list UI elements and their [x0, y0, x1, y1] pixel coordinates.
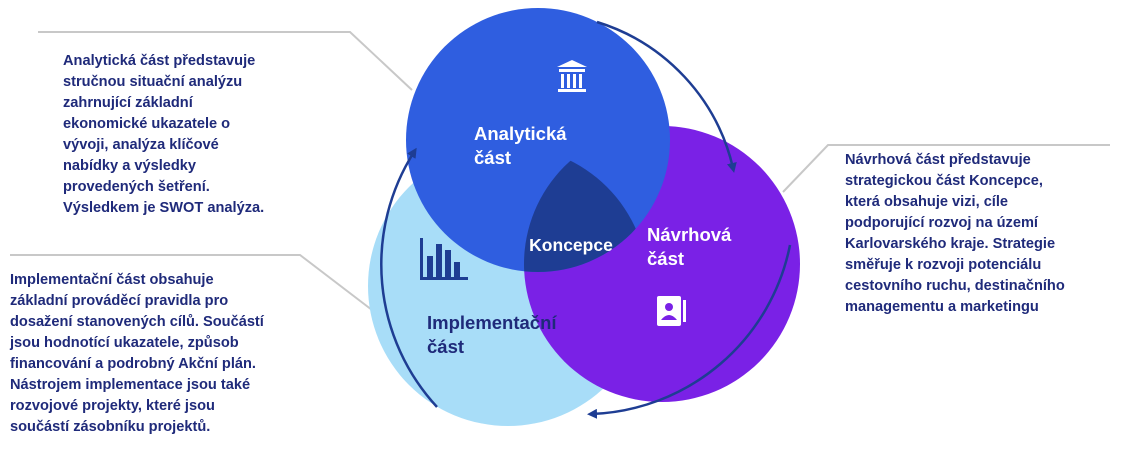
implementation-leader-line — [10, 254, 373, 311]
core-intersection — [524, 146, 648, 272]
analytic-leader-line — [38, 31, 413, 91]
analytic-label: Analytická část — [474, 123, 567, 168]
design-description: Návrhová část představuje strategickou č… — [845, 152, 1065, 315]
bar-chart-icon — [420, 238, 468, 280]
cycle-arrow-design-to-implementation — [587, 244, 792, 419]
design-leader-line — [782, 144, 1110, 193]
contact-book-icon — [657, 296, 686, 326]
implementation-description: Implementační část obsahuje základní pro… — [10, 272, 264, 435]
core-label: Koncepce — [529, 235, 613, 255]
cycle-arrow-analytic-to-design — [596, 20, 737, 173]
design-label: Návrhová část — [647, 224, 732, 269]
cycle-arrow-implementation-to-analytic — [380, 147, 438, 408]
implementation-label: Implementační část — [427, 312, 557, 357]
analytic-description: Analytická část představuje stručnou sit… — [63, 53, 265, 216]
bank-icon — [557, 60, 587, 92]
